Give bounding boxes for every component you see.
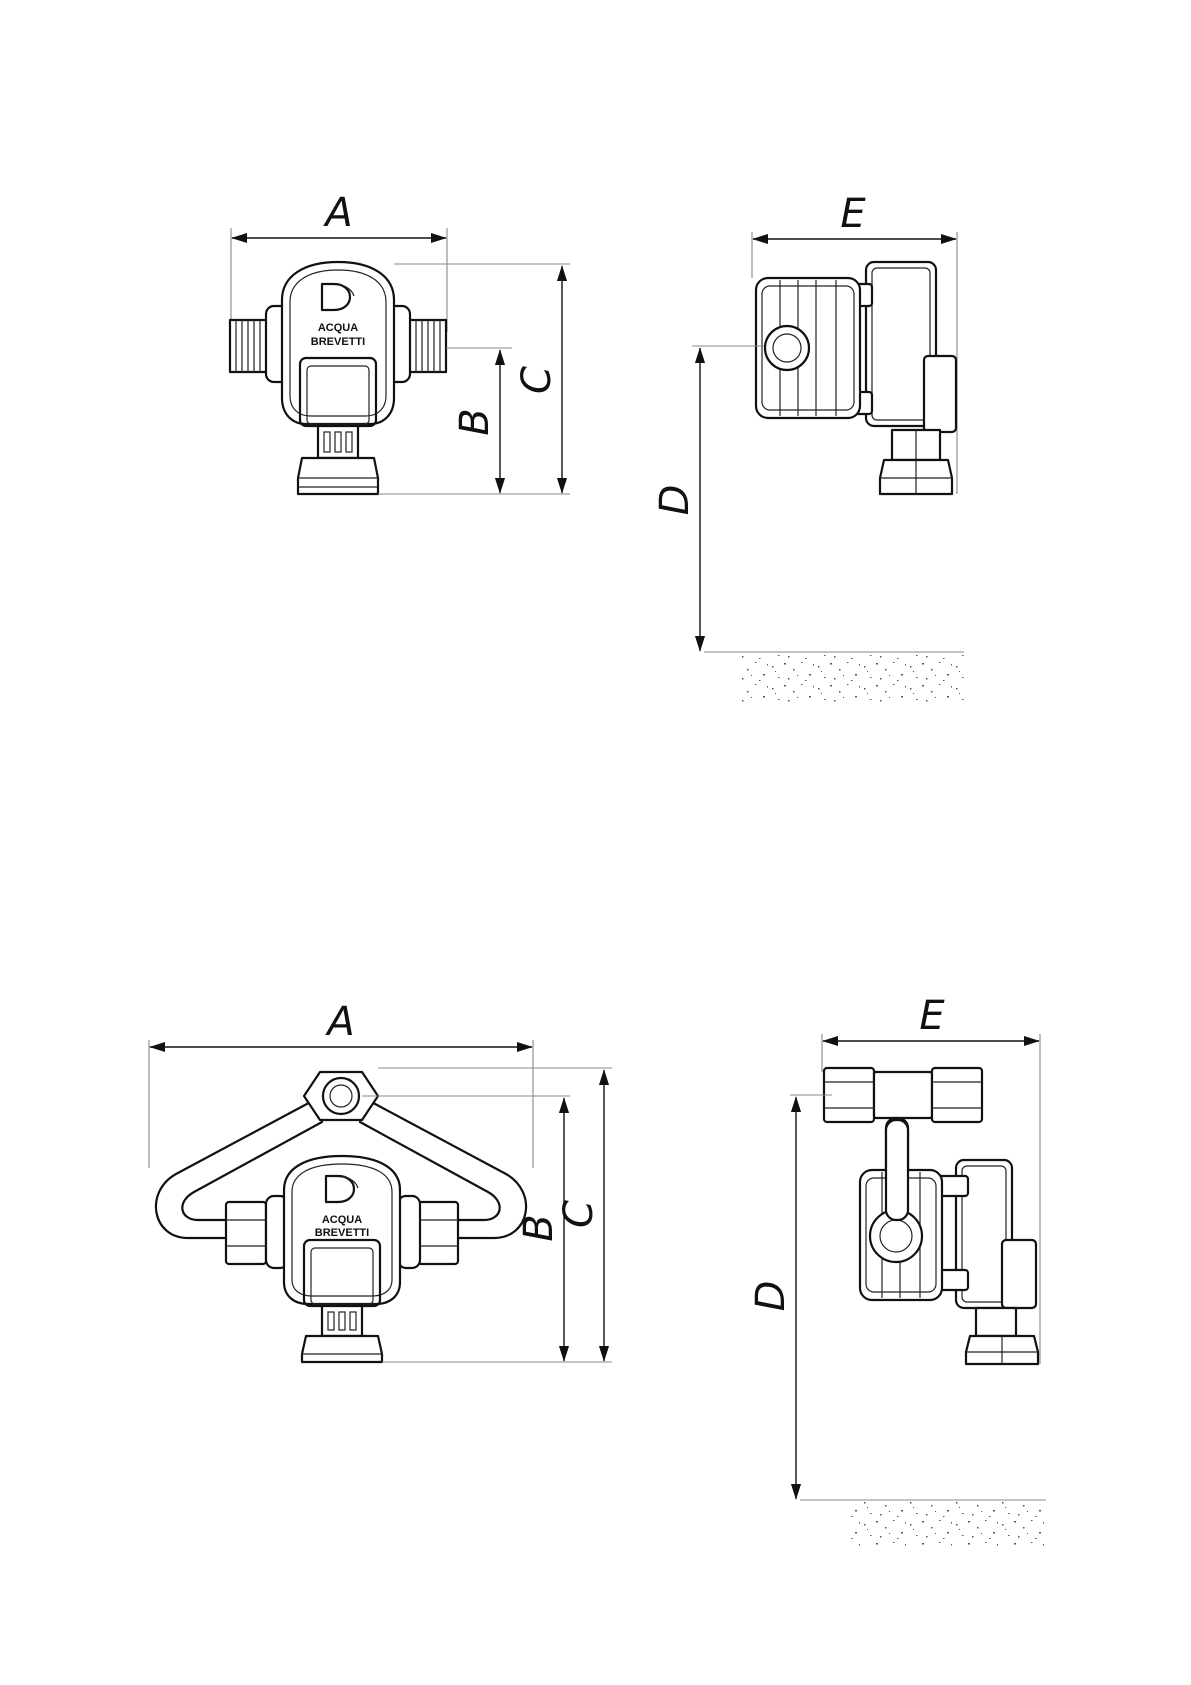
dim-label-d: D [652,485,698,516]
dim-label-c: C [514,366,560,394]
mixer-side [756,262,956,494]
dim-label-e: E [840,191,866,237]
brand-line2: BREVETTI [315,1227,369,1239]
dimension-b-bottom: B [516,1098,564,1361]
dim-label-d: D [748,1281,794,1312]
dimension-d-top: D [652,346,764,651]
top-front-view: A [230,190,570,494]
dim-label-a: A [324,999,354,1045]
floor-hatch-top [704,652,964,702]
brand-line2: BREVETTI [311,336,365,348]
bottom-side-view: E [748,993,1046,1546]
dim-label-b: B [452,408,498,435]
mixer-side-with-bypass [824,1068,1038,1364]
top-side-view: E [652,191,964,702]
dimension-d-bottom: D [748,1095,832,1499]
bottom-front-view: A [149,999,612,1362]
dimension-b-top: B [452,350,500,493]
brand-line1: ACQUA [322,1214,362,1226]
mixer-body: ACQUA BREVETTI [230,262,446,494]
dimension-c-bottom: C [556,1070,604,1361]
dimension-c-top: C [514,266,562,493]
dim-label-a: A [322,190,352,236]
dim-label-e: E [919,993,945,1039]
floor-hatch-bottom [800,1500,1046,1546]
brand-line1: ACQUA [318,322,358,334]
mixer-with-bypass: ACQUA BREVETTI [156,1072,526,1362]
dim-label-c: C [556,1200,602,1228]
